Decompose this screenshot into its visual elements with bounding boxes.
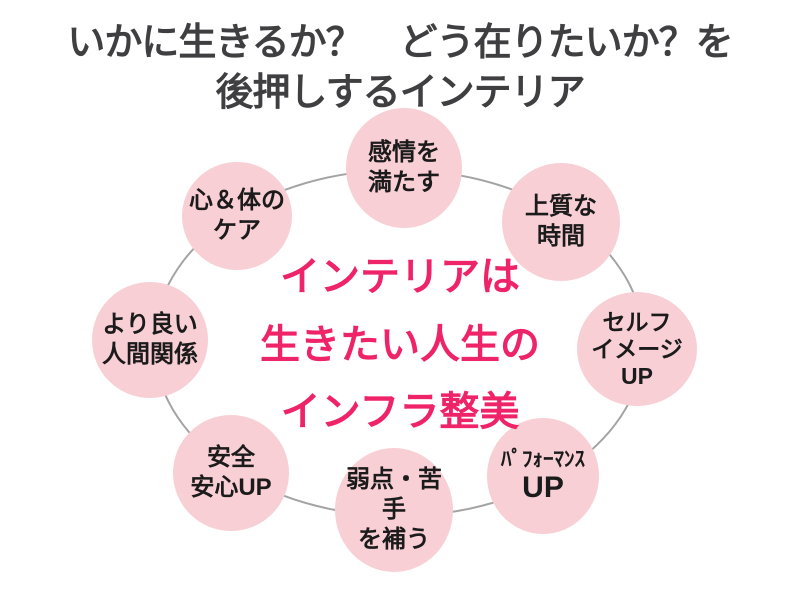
circle-quality-time: 上質な 時間 (502, 163, 620, 281)
circle-emotions-line1: 感情を (368, 139, 440, 166)
circle-emotions-line2: 満たす (368, 169, 440, 196)
circle-safety-line2: 安心UP (190, 474, 272, 501)
circle-safety: 安全 安心UP (173, 415, 289, 531)
circle-weakness-cover: 弱点・苦手 を補う (335, 448, 453, 572)
center-message-line2: 生きたい人生の (260, 323, 540, 367)
circle-quality-time-line2: 時間 (537, 223, 585, 250)
circle-relationships: より良い 人間関係 (92, 282, 208, 398)
circle-quality-time-line1: 上質な (525, 193, 597, 220)
circle-safety-line1: 安全 (207, 444, 255, 471)
circle-self-image-line1: セルフ (602, 308, 672, 335)
circle-mind-body-care-line2: ケア (213, 217, 261, 244)
circle-performance-line1: ﾊﾟﾌｫｰﾏﾝｽ (501, 448, 585, 471)
circle-weakness-cover-line1: 弱点・苦手 (346, 466, 442, 523)
slide-title: いかに生きるか？ どう在りたいか？を 後押しするインテリア (0, 18, 800, 118)
circle-relationships-line2: 人間関係 (102, 341, 198, 368)
circle-performance-line2: UP (522, 471, 564, 504)
circle-self-image-line3: UP (621, 362, 653, 389)
center-message-line1: インテリアは (280, 255, 520, 299)
circle-mind-body-care: 心＆体の ケア (182, 162, 292, 270)
circle-mind-body-care-line1: 心＆体の (189, 187, 285, 214)
slide-title-line1: いかに生きるか？ どう在りたいか？を (67, 22, 733, 64)
circle-self-image-line2: イメージ (591, 335, 683, 362)
slide-title-line2: 後押しするインテリア (215, 72, 585, 114)
circle-weakness-cover-line2: を補う (358, 526, 430, 553)
circle-emotions: 感情を 満たす (346, 108, 462, 228)
center-message-line3: インフラ整美 (280, 390, 520, 434)
circle-relationships-line1: より良い (102, 311, 198, 338)
circle-performance: ﾊﾟﾌｫｰﾏﾝｽ UP (487, 418, 599, 534)
circle-self-image: セルフ イメージ UP (577, 292, 697, 406)
